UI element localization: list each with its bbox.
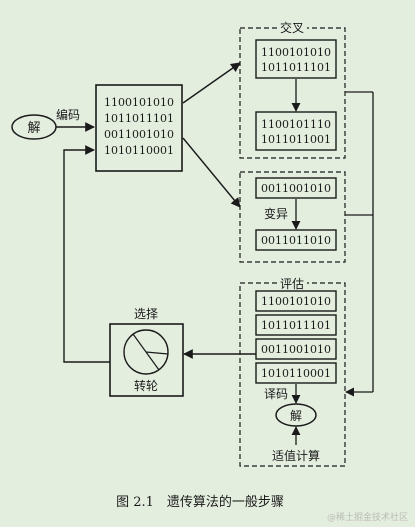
crossover-parent: 1011011101 bbox=[261, 61, 331, 74]
start-node: 解 bbox=[11, 114, 57, 140]
crossover-title-bg bbox=[277, 20, 307, 36]
solution-ellipse bbox=[275, 403, 317, 427]
population-chromosome: 1011011101 bbox=[104, 112, 174, 125]
evaluation-item: 1010110001 bbox=[261, 367, 331, 380]
to-crossover-arrow bbox=[182, 62, 241, 104]
crossover-parent: 1100101010 bbox=[261, 46, 331, 59]
evaluation-item-box bbox=[255, 290, 337, 312]
crossover-child: 1100101110 bbox=[261, 118, 331, 131]
evaluation-item: 0011001010 bbox=[261, 343, 331, 356]
mutation-group: 0011001010 变异 0011011010 bbox=[239, 171, 346, 263]
evaluation-item-box bbox=[255, 338, 337, 360]
decode-label: 译码 bbox=[264, 387, 288, 401]
encode-label: 编码 bbox=[56, 107, 80, 122]
population-chromosome: 0011001010 bbox=[104, 128, 174, 141]
feedback-loop-arrow bbox=[63, 145, 110, 363]
crossover-children-box bbox=[255, 111, 337, 151]
evaluation-item: 1011011101 bbox=[261, 319, 331, 332]
mutation-after: 0011011010 bbox=[261, 234, 331, 247]
evaluation-title: 评估 bbox=[280, 277, 304, 291]
roulette-sector-line bbox=[145, 351, 160, 371]
evaluation-item-box bbox=[255, 362, 337, 384]
population-chromosome: 1010110001 bbox=[104, 144, 174, 157]
watermark-text: @稀土掘金技术社区 bbox=[327, 511, 408, 523]
roulette-wheel-icon bbox=[123, 329, 169, 375]
mutation-before-box bbox=[255, 177, 337, 199]
evaluation-title-bg bbox=[277, 276, 307, 292]
wheel-label: 转轮 bbox=[134, 378, 158, 393]
mutation-before: 0011001010 bbox=[261, 182, 331, 195]
population-box: 1100101010 1011011101 0011001010 1010110… bbox=[95, 84, 183, 172]
mutation-label: 变异 bbox=[264, 206, 288, 221]
to-mutation-arrow bbox=[182, 137, 241, 208]
population-frame bbox=[95, 84, 183, 172]
crossover-group: 交叉 1100101010 1011011101 1100101110 1011… bbox=[239, 20, 346, 159]
evaluation-group: 评估 1100101010 1011011101 0011001010 1010… bbox=[239, 276, 346, 467]
collector-lines bbox=[345, 91, 374, 397]
fitness-label: 适值计算 bbox=[272, 448, 320, 463]
population-chromosome: 1100101010 bbox=[104, 96, 174, 109]
roulette-sector-line bbox=[145, 351, 169, 355]
mutation-after-box bbox=[255, 229, 337, 251]
start-node-label: 解 bbox=[27, 121, 40, 136]
mutation-dashed-frame bbox=[239, 171, 346, 263]
selection-frame bbox=[109, 323, 184, 397]
evaluation-item: 1100101010 bbox=[261, 295, 331, 308]
selection-box: 选择 转轮 bbox=[109, 307, 184, 397]
crossover-child: 1011011001 bbox=[261, 133, 331, 146]
crossover-title: 交叉 bbox=[280, 20, 304, 35]
crossover-parents-box bbox=[255, 39, 337, 79]
roulette-sector-line bbox=[132, 333, 147, 353]
figure-caption: 图 2.1 遗传算法的一般步骤 bbox=[116, 494, 284, 510]
selection-title: 选择 bbox=[134, 307, 158, 321]
evaluation-item-box bbox=[255, 314, 337, 336]
solution-label: 解 bbox=[290, 409, 302, 423]
